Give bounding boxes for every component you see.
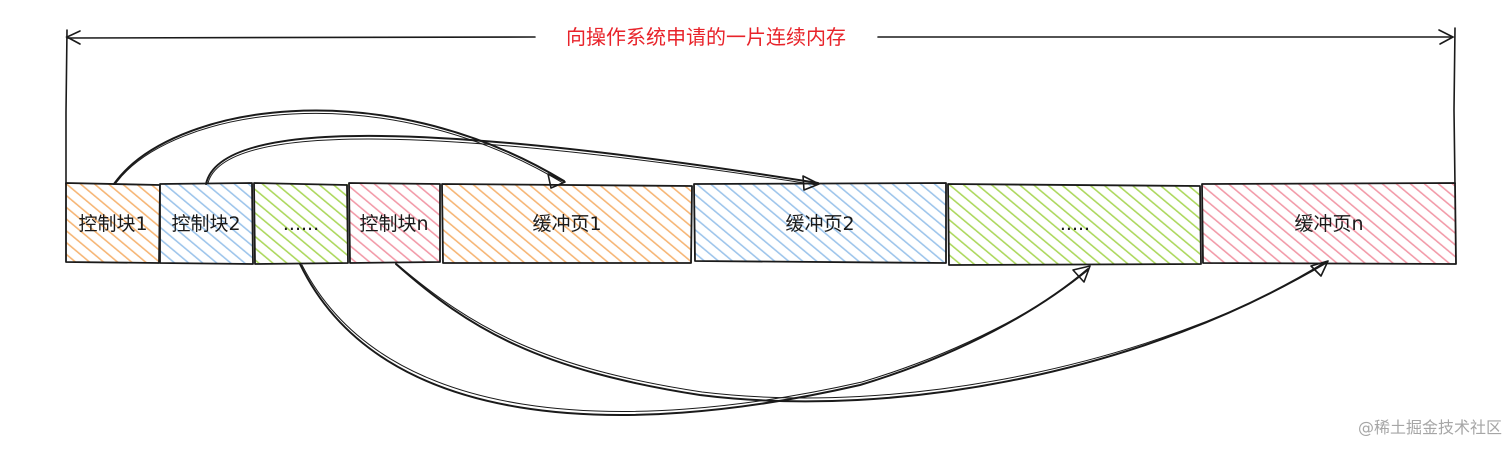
arrow-ctrl1-to-page1 bbox=[113, 109, 565, 185]
block-1: 控制块2 bbox=[159, 182, 254, 265]
block-label-1: 控制块2 bbox=[171, 213, 240, 235]
arrow-ctrln-to-pagen bbox=[397, 263, 1326, 399]
span-line-left bbox=[67, 36, 536, 39]
arrowhead-pagen bbox=[1310, 260, 1329, 277]
block-label-3: 控制块n bbox=[359, 213, 428, 235]
span-arrowhead-right bbox=[1438, 29, 1455, 45]
span-right-tick bbox=[1453, 27, 1456, 187]
block-label-7: 缓冲页n bbox=[1294, 213, 1363, 235]
arrow-ctrl2-to-page2 bbox=[207, 138, 818, 186]
arrow-ctrl2-to-page2 bbox=[205, 134, 819, 185]
block-2: ...... bbox=[253, 182, 349, 265]
block-label-6: ..... bbox=[1060, 213, 1090, 235]
block-label-2: ...... bbox=[283, 213, 319, 235]
block-label-4: 缓冲页1 bbox=[532, 213, 601, 235]
span-left-tick bbox=[65, 29, 68, 185]
arrow-ctrldots-to-pagedots bbox=[301, 264, 1088, 412]
arrow-ctrln-to-pagen bbox=[395, 261, 1327, 403]
block-4: 缓冲页1 bbox=[441, 183, 693, 264]
arrow-ctrl1-to-page1 bbox=[115, 113, 564, 184]
block-label-5: 缓冲页2 bbox=[785, 213, 854, 235]
memory-span-bracket bbox=[65, 27, 1456, 187]
watermark: @稀土掘金技术社区 bbox=[1357, 418, 1502, 437]
arrow-ctrldots-to-pagedots bbox=[299, 263, 1089, 416]
arrowhead-pagedots bbox=[1072, 265, 1091, 283]
block-5: 缓冲页2 bbox=[693, 182, 947, 264]
block-label-0: 控制块1 bbox=[78, 213, 147, 235]
arrowhead-page1 bbox=[547, 173, 566, 189]
pointer-arrows bbox=[113, 109, 1329, 416]
block-3: 控制块n bbox=[348, 182, 441, 264]
span-title: 向操作系统申请的一片连续内存 bbox=[566, 25, 846, 49]
span-arrowhead-left bbox=[65, 30, 81, 45]
block-7: 缓冲页n bbox=[1201, 182, 1457, 265]
block-6: ..... bbox=[947, 183, 1202, 266]
block-0: 控制块1 bbox=[65, 182, 161, 264]
arrowhead-page2 bbox=[802, 175, 820, 191]
